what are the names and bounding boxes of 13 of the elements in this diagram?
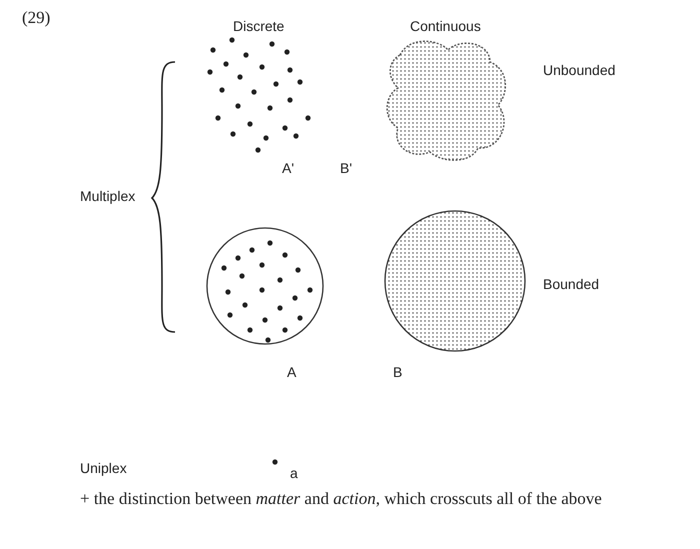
item-label: B	[393, 364, 402, 380]
item-label: A	[287, 364, 296, 380]
row-label: Uniplex	[80, 460, 127, 476]
item-label: a	[290, 465, 298, 481]
item-label: B'	[340, 160, 352, 176]
caption: + the distinction between matter and action, which crosscuts all of the above	[80, 488, 603, 510]
row-label: Multiplex	[80, 188, 136, 204]
column-heading: Continuous	[410, 18, 481, 34]
column-heading: Discrete	[233, 18, 284, 34]
row-label: Bounded	[543, 276, 600, 292]
item-label: A'	[282, 160, 294, 176]
row-label: Unbounded	[543, 62, 616, 78]
figure-number: (29)	[22, 8, 50, 28]
